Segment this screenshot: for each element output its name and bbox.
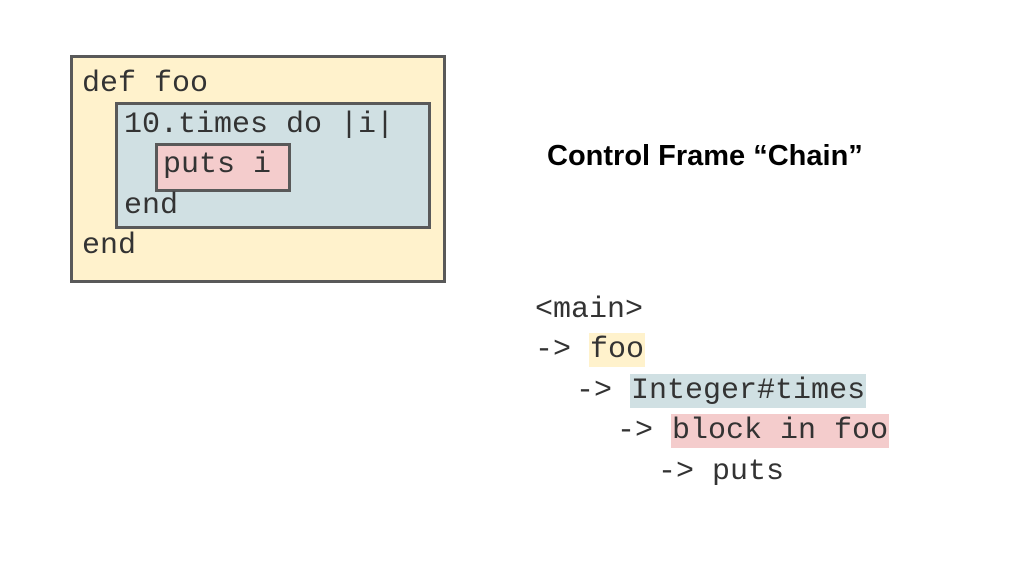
code-line-def-foo: def foo — [82, 67, 209, 101]
chain-main: <main> — [535, 290, 643, 330]
chain-foo: -> foo — [535, 330, 646, 370]
chain-main-label: <main> — [535, 293, 644, 327]
chain-times: -> Integer#times — [576, 371, 867, 411]
block-frame-box — [155, 143, 291, 192]
chain-arrow: -> — [535, 333, 572, 367]
code-line-puts: puts i — [163, 148, 272, 182]
chain-block-label: block in foo — [671, 414, 890, 448]
code-line-outer-end: end — [82, 229, 137, 263]
chain-arrow: -> — [576, 374, 613, 408]
chain-puts: -> puts — [658, 452, 784, 492]
chain-block: -> block in foo — [617, 411, 890, 451]
chain-times-label: Integer#times — [630, 374, 867, 408]
slide-title: Control Frame “Chain” — [547, 140, 863, 172]
code-line-inner-end: end — [124, 189, 179, 223]
chain-puts-label: puts — [712, 455, 785, 489]
chain-arrow: -> — [658, 455, 695, 489]
code-line-times: 10.times do |i| — [124, 108, 395, 142]
chain-arrow: -> — [617, 414, 654, 448]
chain-foo-label: foo — [589, 333, 646, 367]
